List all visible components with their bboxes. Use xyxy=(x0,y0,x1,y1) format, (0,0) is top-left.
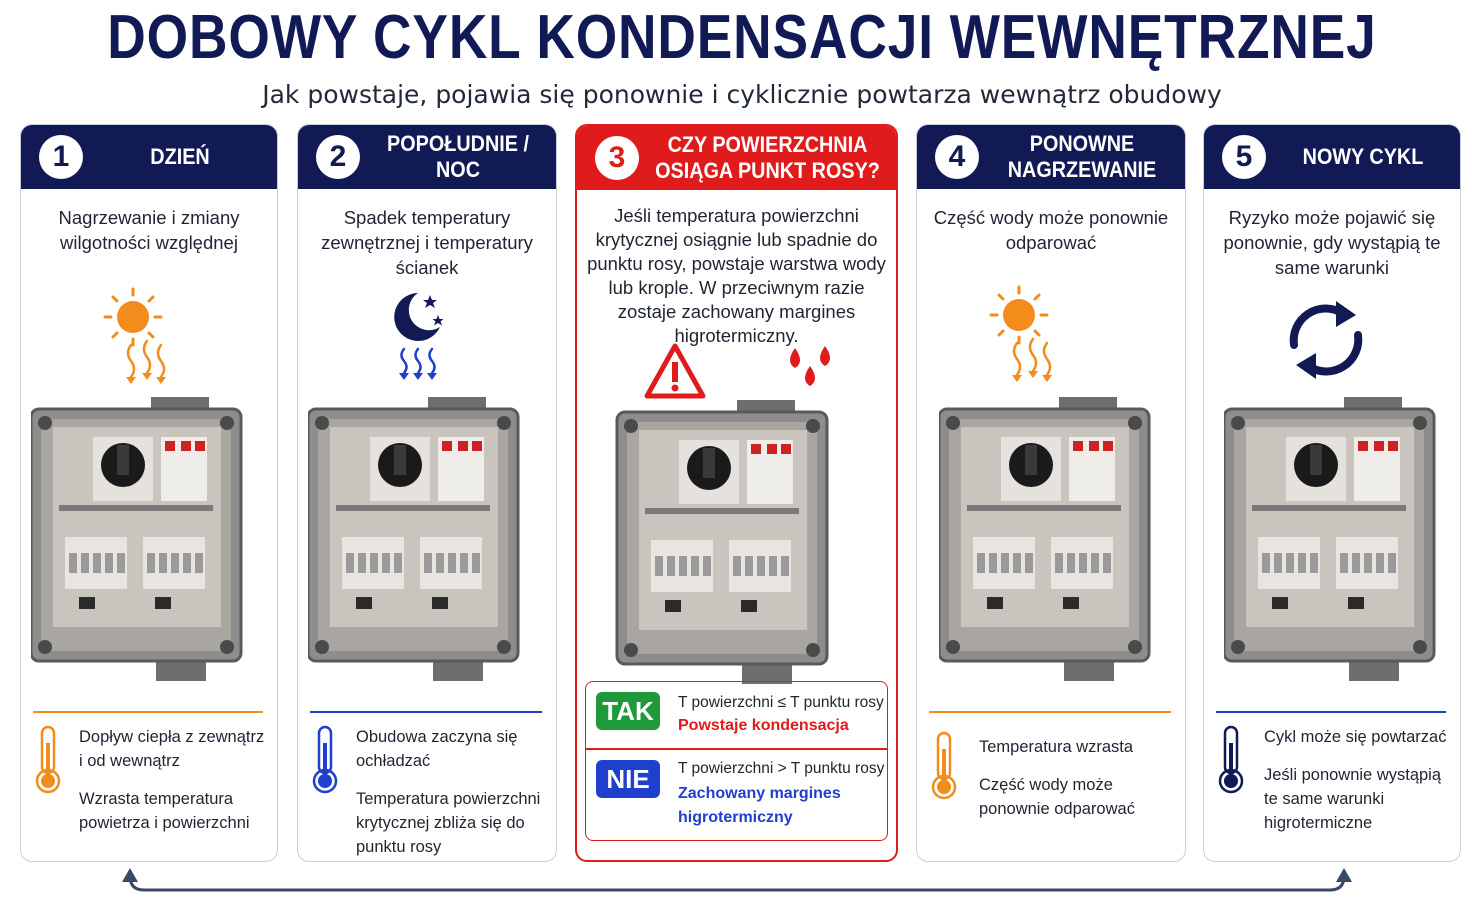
step-header: 4 PONOWNE NAGRZEWANIE xyxy=(917,125,1185,189)
no-badge: NIE xyxy=(596,760,660,798)
enclosure-image xyxy=(939,397,1151,683)
detail-item: Wzrasta temperatura powietrza i powierzc… xyxy=(79,790,250,832)
step-card-5: 5 NOWY CYKL Ryzyko może pojawić się pono… xyxy=(1203,124,1461,862)
step-description: Ryzyko może pojawić się ponownie, gdy wy… xyxy=(1223,207,1441,278)
step-number: 3 xyxy=(595,136,639,180)
enclosure-image xyxy=(31,397,243,683)
thermometer-icon xyxy=(312,725,338,794)
step-description: Nagrzewanie i zmiany wilgotności względn… xyxy=(58,207,240,253)
step-description: Jeśli temperatura powierzchni krytycznej… xyxy=(587,205,886,346)
detail-item: Temperatura powierzchni krytycznej zbliż… xyxy=(356,790,541,856)
yes-badge: TAK xyxy=(596,692,660,730)
step-description: Spadek temperatury zewnętrznej i tempera… xyxy=(321,207,533,278)
step-card-3: 3 CZY POWIERZCHNIA OSIĄGA PUNKT ROSY? Je… xyxy=(575,124,898,862)
step-card-4: 4 PONOWNE NAGRZEWANIE Część wody może po… xyxy=(916,124,1186,862)
step-title: NOWY CYKL xyxy=(1302,144,1424,169)
thermometer-icon xyxy=(1218,725,1244,794)
thermometer-icon xyxy=(35,725,61,794)
step-card-1: 1 DZIEŃ Nagrzewanie i zmiany wilgotności… xyxy=(20,124,278,862)
sun-heat-icon xyxy=(103,287,168,386)
step-title: PONOWNE NAGRZEWANIE xyxy=(1007,131,1157,182)
step-header: 3 CZY POWIERZCHNIA OSIĄGA PUNKT ROSY? xyxy=(577,126,896,190)
enclosure-image xyxy=(1224,397,1436,683)
no-result: Zachowany margines higrotermiczny xyxy=(678,785,841,826)
divider xyxy=(929,711,1171,713)
detail-item: Cykl może się powtarzać xyxy=(1264,728,1447,746)
step-header: 5 NOWY CYKL xyxy=(1204,125,1460,189)
page-subtitle: Jak powstaje, pojawia się ponownie i cyk… xyxy=(262,80,1222,109)
detail-item: Dopływ ciepła z zewnątrz i od wewnątrz xyxy=(79,728,265,770)
step-title: DZIEŃ xyxy=(150,144,210,169)
enclosure-image xyxy=(308,397,520,683)
step-card-2: 2 POPOŁUDNIE / NOC Spadek temperatury ze… xyxy=(297,124,557,862)
step-title: CZY POWIERZCHNIA OSIĄGA PUNKT ROSY? xyxy=(655,132,880,183)
detail-item: Jeśli ponownie wystąpią te same warunki … xyxy=(1264,766,1442,832)
yes-condition: T powierzchni ≤ T punktu rosy xyxy=(678,694,884,711)
cycle-arrows-icon xyxy=(1289,301,1363,379)
step-description: Część wody może ponownie odparować xyxy=(933,207,1169,253)
step-title: POPOŁUDNIE / NOC xyxy=(387,131,529,182)
step-number: 4 xyxy=(935,135,979,179)
warning-icon xyxy=(644,343,706,399)
detail-item: Część wody może ponownie odparować xyxy=(979,776,1135,818)
moon-cold-icon xyxy=(394,293,444,380)
no-condition: T powierzchni > T punktu rosy xyxy=(678,760,885,777)
divider xyxy=(33,711,263,713)
decision-no: NIE T powierzchni > T punktu rosy Zachow… xyxy=(586,750,887,826)
page-title: DOBOWY CYKL KONDENSACJI WEWNĘTRZNEJ xyxy=(107,3,1377,72)
decision-box: TAK T powierzchni ≤ T punktu rosy Powsta… xyxy=(585,681,888,841)
cycle-return-arrow xyxy=(122,868,1352,892)
divider xyxy=(1216,711,1446,713)
detail-item: Obudowa zaczyna się ochładzać xyxy=(356,728,518,770)
decision-yes: TAK T powierzchni ≤ T punktu rosy Powsta… xyxy=(586,682,887,748)
step-number: 5 xyxy=(1222,135,1266,179)
step-number: 1 xyxy=(39,135,83,179)
step-header: 1 DZIEŃ xyxy=(21,125,277,189)
detail-item: Temperatura wzrasta xyxy=(979,738,1134,756)
droplets-icon xyxy=(790,346,830,386)
divider xyxy=(310,711,542,713)
step-header: 2 POPOŁUDNIE / NOC xyxy=(298,125,556,189)
step-number: 2 xyxy=(316,135,360,179)
sun-heat-icon xyxy=(989,285,1054,384)
thermometer-icon xyxy=(931,731,957,800)
yes-result: Powstaje kondensacja xyxy=(678,717,849,734)
enclosure-image xyxy=(615,400,829,686)
